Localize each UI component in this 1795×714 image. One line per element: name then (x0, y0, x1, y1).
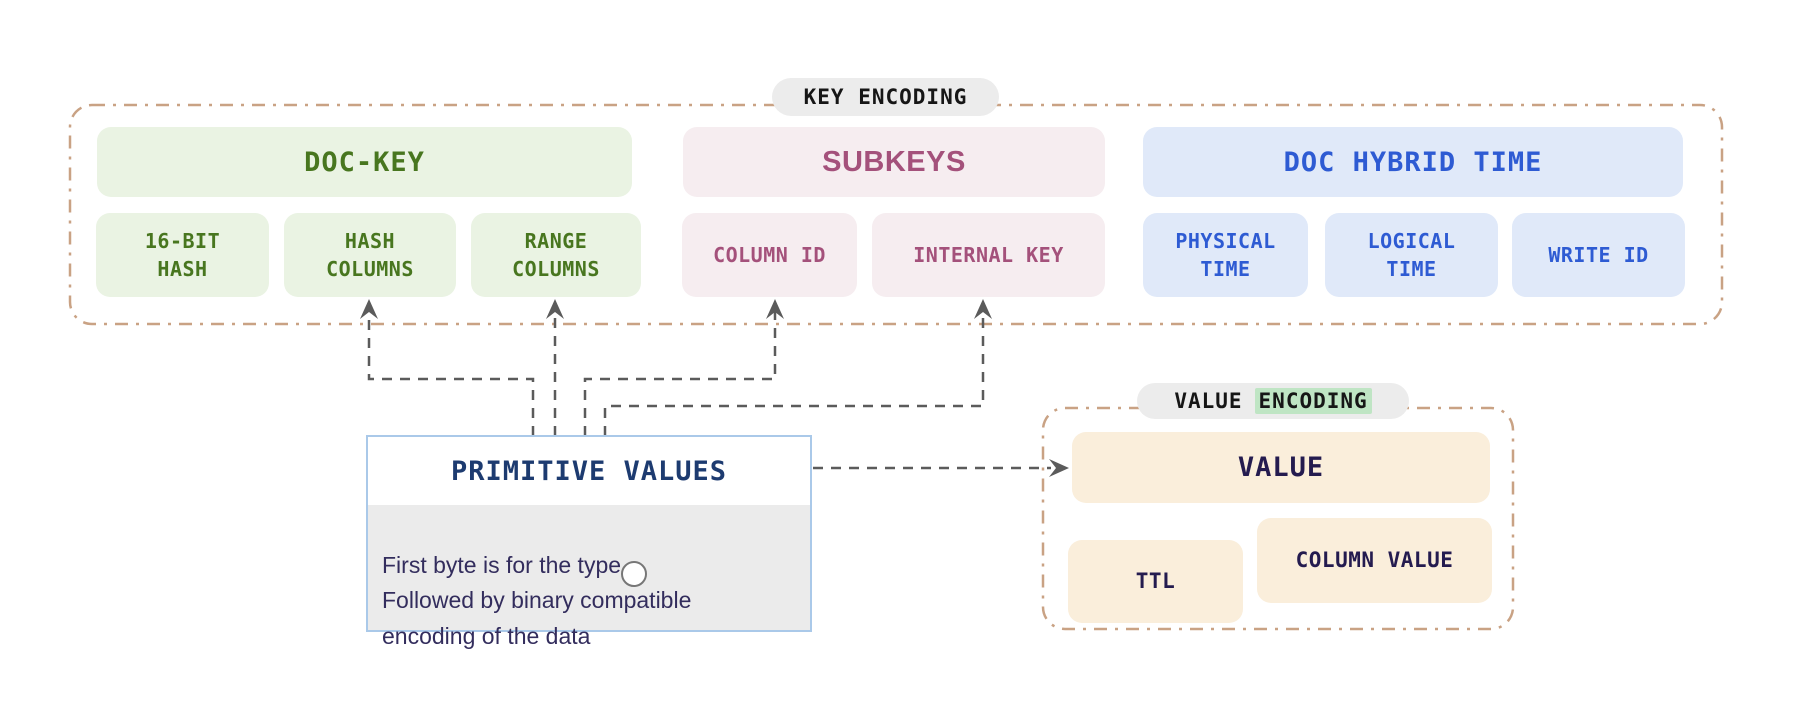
write-id-label: WRITE ID (1548, 243, 1649, 267)
value-encoding-badge: VALUE ENCODING (1137, 383, 1409, 419)
arrowheads (360, 299, 1069, 477)
value-encoding-badge-word: VALUE (1174, 389, 1243, 413)
internal-key-label: INTERNAL KEY (913, 243, 1064, 267)
box-hash-columns: HASH COLUMNS (284, 213, 456, 297)
key-encoding-badge-label: KEY ENCODING (803, 85, 968, 109)
box-column-value: COLUMN VALUE (1257, 518, 1492, 603)
group-title-doc-hybrid-time: DOC HYBRID TIME (1143, 127, 1683, 197)
primitive-values-title-label: PRIMITIVE VALUES (450, 455, 728, 487)
box-physical-time: PHYSICAL TIME (1143, 213, 1308, 297)
connector-to-column-id (583, 312, 777, 436)
value-encoding-badge-highlighted-word: ENCODING (1254, 388, 1372, 414)
primitive-values-description-text: First byte is for the type. Followed by … (382, 551, 692, 649)
arrowhead-hash-columns (360, 299, 378, 319)
connector-lines (367, 312, 1051, 470)
connector-dot (621, 561, 647, 587)
box-write-id: WRITE ID (1512, 213, 1685, 297)
16-bit-hash-label: 16-BIT HASH (144, 229, 221, 281)
box-ttl: TTL (1068, 540, 1243, 623)
connector-to-hash-columns (367, 312, 535, 436)
group-title-doc-key: DOC-KEY (97, 127, 632, 197)
primitive-values-description: First byte is for the type. Followed by … (368, 505, 810, 649)
arrowhead-value (1049, 459, 1069, 477)
value-label: VALUE (1237, 452, 1325, 483)
hash-columns-label: HASH COLUMNS (326, 229, 414, 281)
box-range-columns: RANGE COLUMNS (471, 213, 641, 297)
arrowhead-range-columns (546, 299, 564, 319)
box-logical-time: LOGICAL TIME (1325, 213, 1498, 297)
arrowhead-column-id (766, 299, 784, 319)
key-encoding-badge: KEY ENCODING (772, 78, 999, 116)
box-16-bit-hash: 16-BIT HASH (96, 213, 269, 297)
logical-time-label: LOGICAL TIME (1367, 229, 1456, 281)
physical-time-label: PHYSICAL TIME (1175, 229, 1276, 281)
doc-key-label: DOC-KEY (304, 146, 425, 178)
box-internal-key: INTERNAL KEY (872, 213, 1105, 297)
doc-hybrid-time-label: DOC HYBRID TIME (1283, 146, 1543, 178)
column-id-label: COLUMN ID (713, 243, 826, 267)
arrowhead-internal-key (974, 299, 992, 319)
range-columns-label: RANGE COLUMNS (512, 229, 600, 281)
connector-to-internal-key (603, 312, 985, 436)
box-value: VALUE (1072, 432, 1490, 503)
box-column-id: COLUMN ID (682, 213, 857, 297)
primitive-values-title: PRIMITIVE VALUES (368, 437, 810, 505)
subkeys-label: SUBKEYS (822, 145, 966, 178)
column-value-label: COLUMN VALUE (1295, 547, 1454, 572)
ttl-label: TTL (1135, 568, 1176, 593)
primitive-values-card: PRIMITIVE VALUES First byte is for the t… (366, 435, 812, 649)
group-title-subkeys: SUBKEYS (683, 127, 1105, 197)
